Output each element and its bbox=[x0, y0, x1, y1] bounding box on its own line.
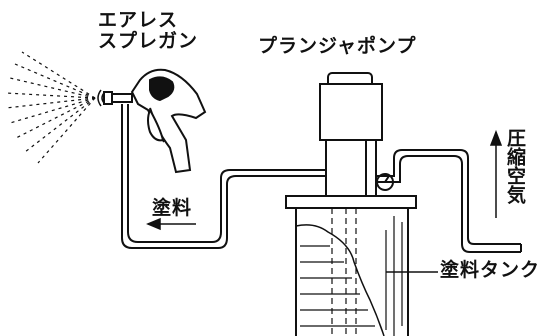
paint-tank bbox=[285, 195, 417, 336]
spray-mist bbox=[5, 51, 96, 164]
spray-gun-icon bbox=[103, 68, 207, 174]
plunger-pump bbox=[319, 72, 383, 199]
spray-gun-label-line1: エアレス bbox=[98, 9, 179, 31]
air-hose bbox=[376, 149, 522, 253]
compressed-air-label: 圧縮空気 bbox=[504, 128, 526, 204]
paint-flow-label: 塗料 bbox=[152, 197, 193, 219]
paint-flow-arrow bbox=[146, 217, 196, 231]
paint-tank-label: 塗料タンク bbox=[440, 259, 541, 281]
pump-label: プランジャポンプ bbox=[258, 35, 417, 57]
paint-hose bbox=[121, 104, 326, 249]
spray-gun-label-line2: スプレガン bbox=[98, 30, 199, 53]
air-flow-arrow bbox=[489, 129, 503, 218]
spray-gun-label: エアレス スプレガン bbox=[98, 9, 199, 53]
